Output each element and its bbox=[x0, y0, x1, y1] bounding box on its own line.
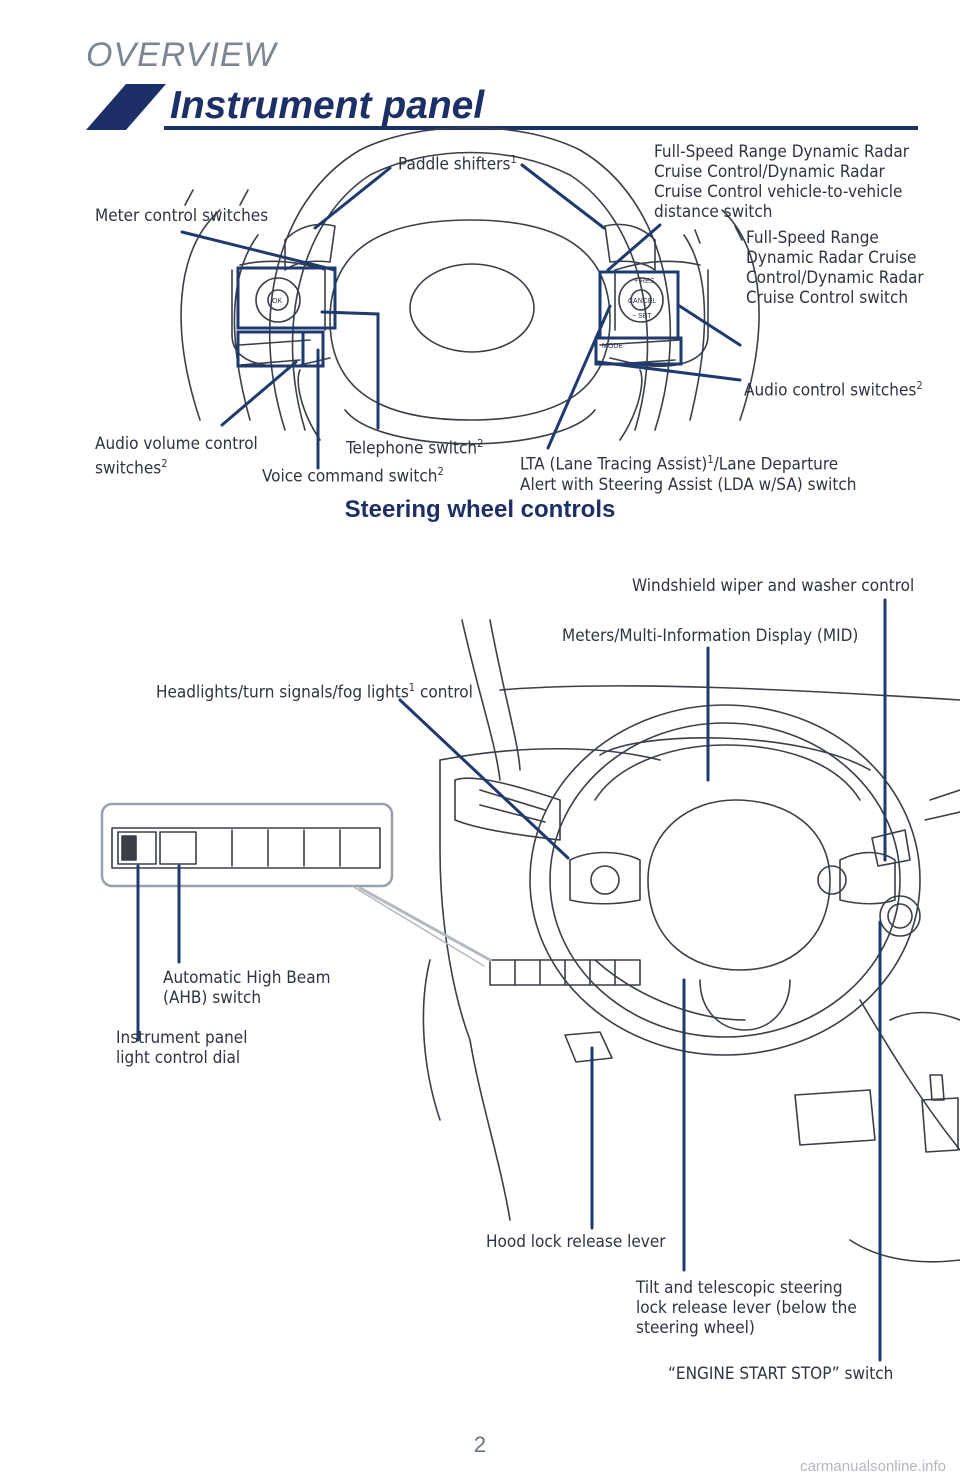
radar-distance-label: Full-Speed Range Dynamic Radar Cruise Co… bbox=[654, 142, 909, 222]
steering-wheel-drawing bbox=[180, 126, 760, 445]
ok-button-label: OK bbox=[272, 298, 282, 305]
headlights-label: Headlights/turn signals/fog lights1 cont… bbox=[156, 681, 473, 703]
res-button-label: + RES bbox=[634, 278, 655, 285]
cancel-button-label: CANCEL bbox=[628, 298, 657, 305]
wiper-label: Windshield wiper and washer control bbox=[632, 576, 915, 596]
voice-command-label: Voice command switch2 bbox=[262, 465, 444, 487]
ahb-label: Automatic High Beam (AHB) switch bbox=[163, 968, 331, 1008]
radar-switch-label: Full-Speed Range Dynamic Radar Cruise Co… bbox=[746, 228, 924, 308]
mode-button-label: MODE bbox=[602, 343, 623, 350]
meter-switch-highlight bbox=[236, 266, 337, 330]
audio-switch-highlight bbox=[594, 336, 683, 366]
mid-label: Meters/Multi-Information Display (MID) bbox=[562, 626, 859, 646]
telephone-label: Telephone switch2 bbox=[346, 437, 484, 459]
dial-label: Instrument panel light control dial bbox=[116, 1028, 248, 1068]
switch-panel-inset bbox=[100, 802, 492, 967]
paddle-shifters-label: Paddle shifters1 bbox=[398, 153, 517, 175]
tilt-label: Tilt and telescopic steering lock releas… bbox=[636, 1278, 857, 1338]
audio-control-label: Audio control switches2 bbox=[744, 379, 923, 401]
meter-control-label: Meter control switches bbox=[95, 206, 269, 226]
watermark: carmanualsonline.info bbox=[800, 1458, 946, 1475]
set-button-label: − SET bbox=[632, 313, 652, 320]
title-bar bbox=[86, 84, 918, 130]
title-stripe-icon bbox=[86, 84, 166, 130]
engine-start-label: “ENGINE START STOP” switch bbox=[668, 1364, 894, 1384]
lta-label: LTA (Lane Tracing Assist)1/Lane Departur… bbox=[520, 453, 857, 495]
dashboard-drawing bbox=[422, 619, 960, 1263]
steering-heading: Steering wheel controls bbox=[344, 496, 616, 523]
page-number: 2 bbox=[473, 1432, 487, 1457]
audio-volume-label: Audio volume control switches2 bbox=[95, 434, 258, 479]
section-label: OVERVIEW bbox=[86, 36, 277, 74]
voice-switch-highlight bbox=[301, 330, 325, 368]
page-title: Instrument panel bbox=[170, 84, 485, 127]
hood-label: Hood lock release lever bbox=[486, 1232, 666, 1252]
